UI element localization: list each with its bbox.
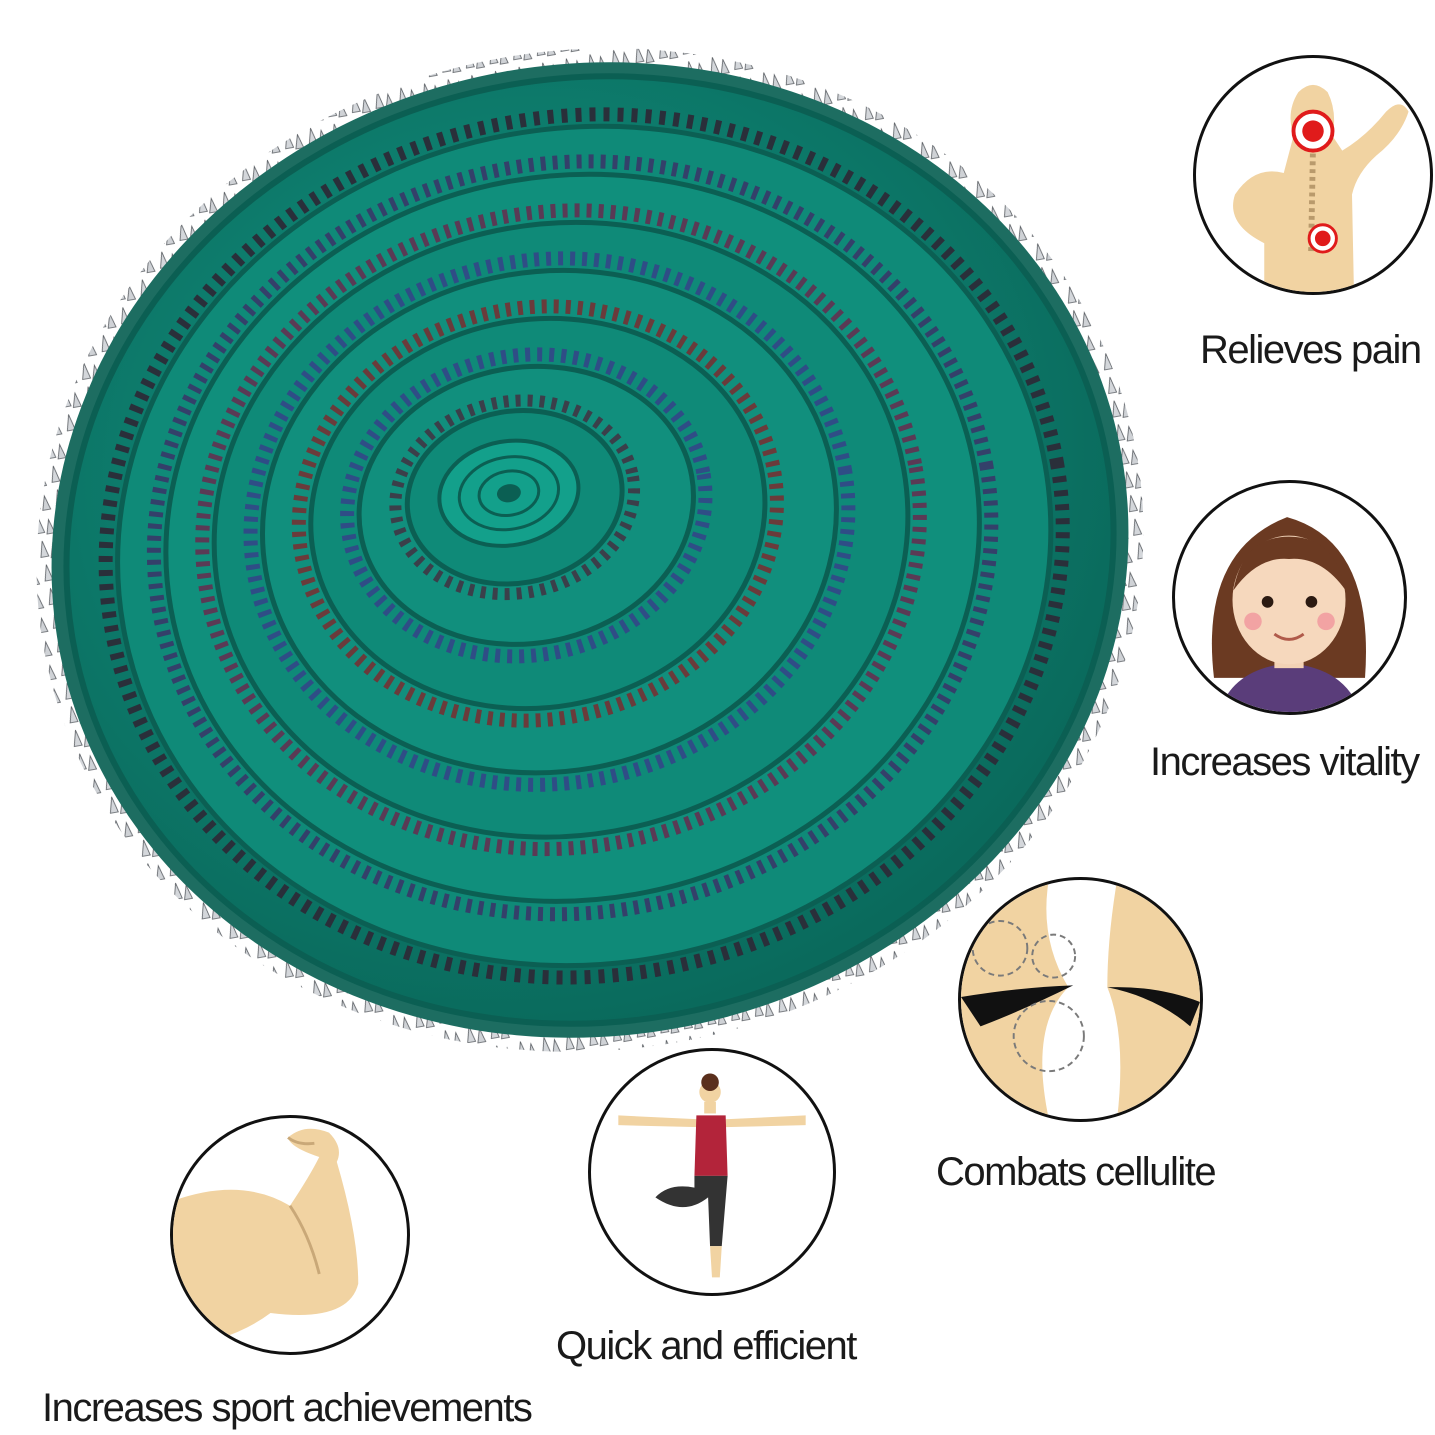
flexed-arm-icon [173,1128,359,1348]
thighs-cellulite-icon [961,880,1200,1119]
caption-relieves-pain: Relieves pain [1200,328,1422,372]
caption-increases-vitality: Increases vitality [1150,740,1420,784]
badge-combats-cellulite [958,877,1203,1122]
smiling-woman-icon [1211,517,1366,712]
badge-increases-sport-achievements [170,1115,410,1355]
back-pain-icon [1233,84,1409,292]
caption-quick-and-efficient: Quick and efficient [556,1324,857,1368]
caption-increases-sport-achievements: Increases sport achievements [42,1386,533,1430]
badge-quick-and-efficient [588,1048,836,1296]
badge-increases-vitality [1172,480,1407,715]
caption-combats-cellulite: Combats cellulite [936,1150,1217,1194]
badge-relieves-pain [1193,55,1433,295]
spiral-mat-product-image [36,48,1144,1052]
yoga-tree-pose-icon [618,1073,806,1278]
